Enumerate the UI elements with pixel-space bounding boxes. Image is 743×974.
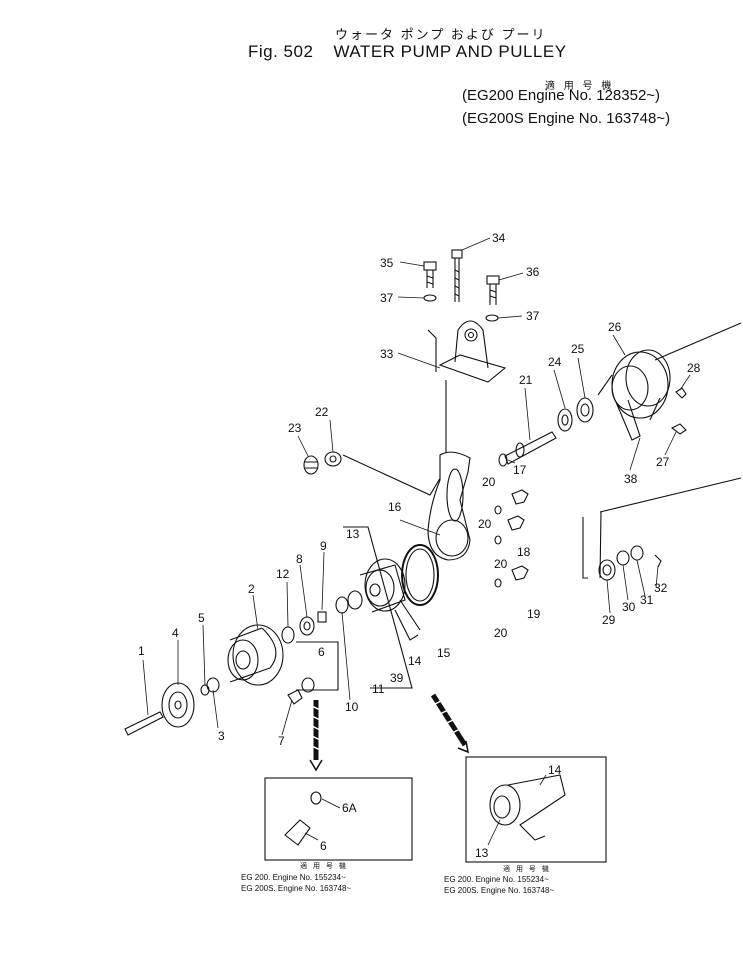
callout-22: 22 xyxy=(315,405,329,419)
callout-10: 10 xyxy=(345,700,359,714)
callout-3: 3 xyxy=(218,729,225,743)
callout-37-b: 37 xyxy=(526,309,540,323)
callout-23: 23 xyxy=(288,421,302,435)
inset-right-applicable-heading: 適 用 号 機 xyxy=(503,864,551,873)
callout-38: 38 xyxy=(624,472,638,486)
callout-34: 34 xyxy=(492,231,506,245)
callout-7: 7 xyxy=(278,734,285,748)
callout-33: 33 xyxy=(380,347,394,361)
callout-4: 4 xyxy=(172,626,179,640)
callout-20-c: 20 xyxy=(494,626,508,640)
applicable-heading: 適 用 号 機 xyxy=(545,81,615,92)
tension-pulley xyxy=(359,558,421,641)
tension-bolts xyxy=(494,489,529,588)
inset-right-callout-13: 13 xyxy=(475,846,489,860)
bracket-assembly xyxy=(423,249,507,460)
callout-labels: 1 2 3 4 5 6 7 8 9 10 11 12 13 14 15 16 1… xyxy=(138,231,701,748)
detail-bracket-29 xyxy=(582,517,588,579)
callout-29: 29 xyxy=(602,613,616,627)
callout-39: 39 xyxy=(390,671,404,685)
callout-9: 9 xyxy=(320,539,327,553)
callout-1: 1 xyxy=(138,644,145,658)
callout-28: 28 xyxy=(687,361,701,375)
inset-box-left xyxy=(264,777,413,861)
callout-37-a: 37 xyxy=(380,291,394,305)
arrow-to-left-inset xyxy=(309,700,323,772)
callout-24: 24 xyxy=(548,355,562,369)
callout-31: 31 xyxy=(640,593,654,607)
figure-name: WATER PUMP AND PULLEY xyxy=(333,42,567,61)
inset-left-line-1: EG 200. Engine No. 155234~ xyxy=(241,873,346,882)
callout-30: 30 xyxy=(622,600,636,614)
callout-27: 27 xyxy=(656,455,670,469)
inset-right-line-1: EG 200. Engine No. 155234~ xyxy=(444,875,549,884)
callout-35: 35 xyxy=(380,256,394,270)
callout-19: 19 xyxy=(527,607,541,621)
callout-26: 26 xyxy=(608,320,622,334)
callout-25: 25 xyxy=(571,342,585,356)
arrow-to-right-inset xyxy=(430,693,469,754)
figure-title: Fig. 502 WATER PUMP AND PULLEY xyxy=(248,42,567,62)
callout-6: 6 xyxy=(318,645,325,659)
front-pulley xyxy=(124,677,315,736)
callout-13: 13 xyxy=(346,527,360,541)
japanese-title: ウォータ ポンプ および プーリ xyxy=(335,27,547,42)
callout-20-d: 20 xyxy=(478,517,492,531)
callout-20-b: 20 xyxy=(494,557,508,571)
callout-36: 36 xyxy=(526,265,540,279)
callout-17: 17 xyxy=(513,463,527,477)
callout-leaders xyxy=(142,237,691,846)
pump-pulley xyxy=(227,624,284,686)
callout-11: 11 xyxy=(372,682,385,696)
callout-32: 32 xyxy=(654,581,668,595)
callout-2: 2 xyxy=(248,582,255,596)
leader-22 xyxy=(342,454,446,496)
callout-8: 8 xyxy=(296,552,303,566)
callout-20-a: 20 xyxy=(482,475,496,489)
detail-bracket-13 xyxy=(343,526,413,689)
inset-left-callout-6: 6 xyxy=(320,839,327,853)
inset-left-applicable-heading: 適 用 号 機 xyxy=(300,861,348,870)
callout-18: 18 xyxy=(517,545,531,559)
callout-21: 21 xyxy=(519,373,533,387)
applicability-eg200: (EG200 Engine No. 128352~) xyxy=(462,87,661,104)
applicability-eg200s: (EG200S Engine No. 163748~) xyxy=(462,110,671,127)
callout-5: 5 xyxy=(198,611,205,625)
inset-box-right xyxy=(465,756,607,863)
inset-left-line-2: EG 200S. Engine No. 163748~ xyxy=(241,884,351,893)
callout-15: 15 xyxy=(437,646,451,660)
figure-number: Fig. 502 xyxy=(248,42,314,61)
tension-arm xyxy=(427,451,471,561)
leader-29-32 xyxy=(599,477,742,579)
inset-right-line-2: EG 200S. Engine No. 163748~ xyxy=(444,886,554,895)
callout-14: 14 xyxy=(408,654,422,668)
inset-left-callout-6a: 6A xyxy=(342,801,357,815)
inset-right-callout-14: 14 xyxy=(548,763,562,777)
callout-12: 12 xyxy=(276,567,290,581)
detail-bracket-6 xyxy=(296,641,339,691)
callout-16: 16 xyxy=(388,500,402,514)
leader-26 xyxy=(654,322,742,361)
